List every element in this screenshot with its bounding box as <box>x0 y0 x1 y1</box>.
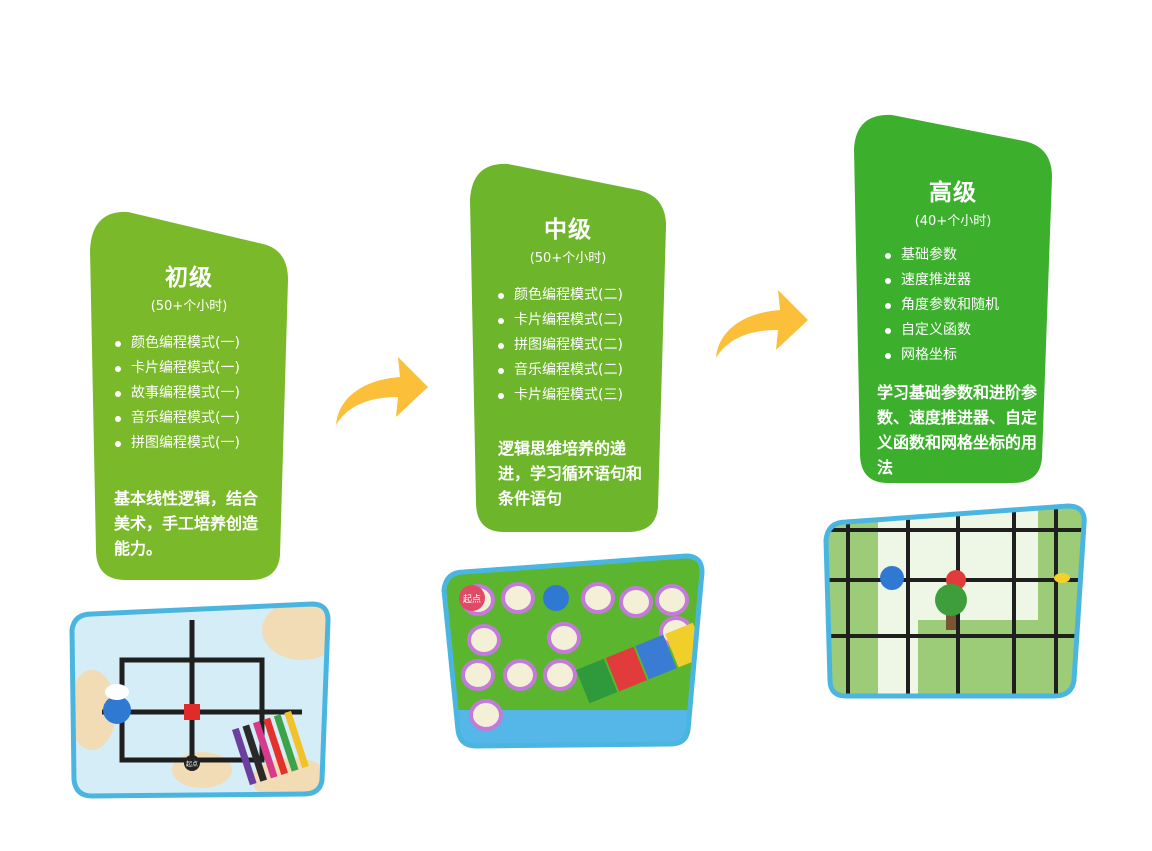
advanced-map-image <box>823 503 1087 699</box>
topic-list: 基础参数 速度推进器 角度参数和随机 自定义函数 网格坐标 <box>885 243 1054 368</box>
level-title: 高级 <box>929 180 977 206</box>
level-hours: (40+个小时) <box>914 214 992 229</box>
list-item: 角度参数和随机 <box>885 293 1054 318</box>
level-description: 学习基础参数和进阶参数、速度推进器、自定义函数和网格坐标的用法 <box>877 383 1038 477</box>
list-item: 颜色编程模式(一) <box>115 331 290 356</box>
start-label: 起点 <box>463 594 481 605</box>
list-item: 基础参数 <box>885 243 1054 268</box>
level-card-beginner: 初级 (50+个小时) 颜色编程模式(一) 卡片编程模式(一) 故事编程模式(一… <box>88 210 290 582</box>
level-description: 逻辑思维培养的递进，学习循环语句和条件语句 <box>498 439 643 508</box>
list-item: 自定义函数 <box>885 318 1054 343</box>
list-item: 颜色编程模式(二) <box>498 283 668 308</box>
beginner-map-image: 起点 <box>69 601 331 799</box>
intermediate-map-image: 起点 <box>441 553 705 749</box>
level-title: 中级 <box>544 217 592 243</box>
level-title: 初级 <box>165 265 213 291</box>
level-description: 基本线性逻辑，结合美术，手工培养创造能力。 <box>114 489 259 558</box>
level-card-intermediate: 中级 (50+个小时) 颜色编程模式(二) 卡片编程模式(二) 拼图编程模式(二… <box>468 162 668 534</box>
list-item: 卡片编程模式(二) <box>498 308 668 333</box>
arrow-1-icon <box>336 357 428 425</box>
list-item: 卡片编程模式(三) <box>498 383 668 408</box>
list-item: 速度推进器 <box>885 268 1054 293</box>
level-card-advanced: 高级 (40+个小时) 基础参数 速度推进器 角度参数和随机 自定义函数 网格坐… <box>852 113 1054 485</box>
list-item: 网格坐标 <box>885 343 1054 368</box>
list-item: 音乐编程模式(二) <box>498 358 668 383</box>
level-hours: (50+个小时) <box>529 251 607 266</box>
start-label: 起点 <box>186 760 198 768</box>
level-hours: (50+个小时) <box>150 299 228 314</box>
list-item: 卡片编程模式(一) <box>115 356 290 381</box>
arrow-2-icon <box>716 290 808 358</box>
list-item: 拼图编程模式(一) <box>115 431 290 456</box>
list-item: 拼图编程模式(二) <box>498 333 668 358</box>
list-item: 音乐编程模式(一) <box>115 406 290 431</box>
topic-list: 颜色编程模式(一) 卡片编程模式(一) 故事编程模式(一) 音乐编程模式(一) … <box>115 331 290 456</box>
list-item: 故事编程模式(一) <box>115 381 290 406</box>
topic-list: 颜色编程模式(二) 卡片编程模式(二) 拼图编程模式(二) 音乐编程模式(二) … <box>498 283 668 408</box>
